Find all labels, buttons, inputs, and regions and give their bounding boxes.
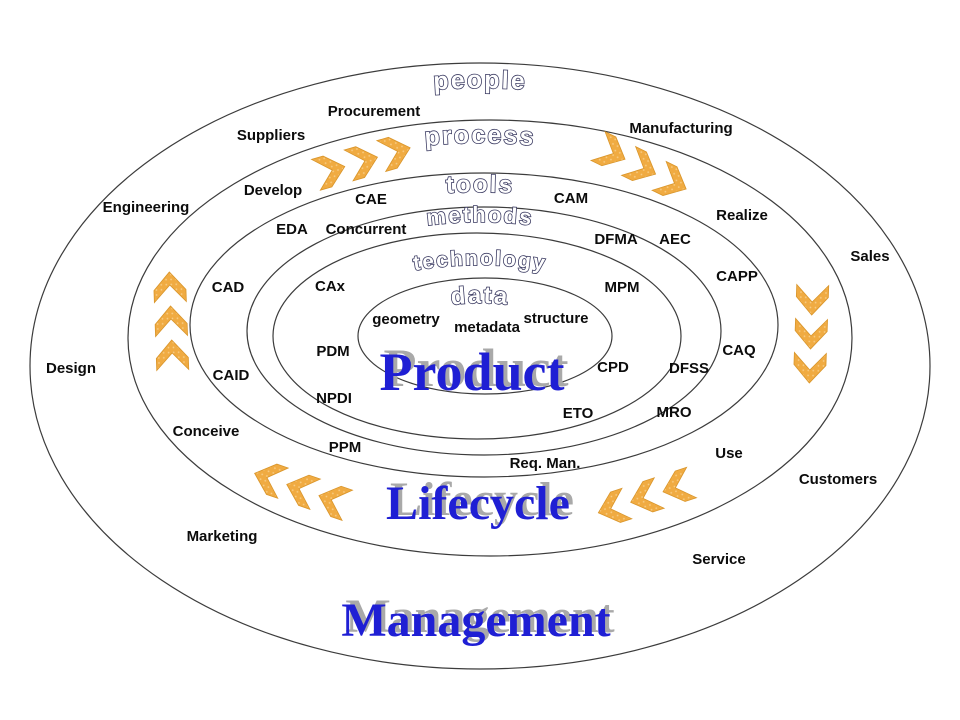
term-aec: AEC [659,231,691,248]
product-text: Product [380,342,565,402]
term-customers: Customers [799,471,877,488]
chevrons-top-left-icon [311,131,416,191]
ring-people [29,62,931,670]
lifecycle-text: Lifecycle [386,477,570,530]
ring-methods [246,206,722,456]
term-develop: Develop [244,182,302,199]
ring-technology [272,232,682,440]
chevrons-right-icon [792,283,830,385]
term-capp: CAPP [716,268,758,285]
term-cpd: CPD [597,359,629,376]
ring-label-methods: methods [425,202,535,230]
term-cax: CAx [315,278,346,295]
ring-label-technology: technology [412,247,549,275]
term-service: Service [692,551,745,568]
term-geometry: geometry [372,311,440,328]
term-realize: Realize [716,207,768,224]
term-mro: MRO [657,404,692,421]
term-caid: CAID [213,367,250,384]
term-use: Use [715,445,743,462]
term-eda: EDA [276,221,308,238]
term-manufacturing: Manufacturing [629,120,732,137]
term-engineering: Engineering [103,199,190,216]
ring-label-data: data [450,282,511,311]
management-text-shadow: Management [345,590,614,643]
term-sales: Sales [850,248,889,265]
term-npdi: NPDI [316,390,352,407]
term-pdm: PDM [316,343,349,360]
term-cae: CAE [355,191,387,208]
term-cad: CAD [212,279,245,296]
term-mpm: MPM [605,279,640,296]
term-marketing: Marketing [187,528,258,545]
ring-label-tools: tools [445,171,515,199]
lifecycle-text-shadow: Lifecycle [390,473,574,526]
product-text-shadow: Product [384,338,569,398]
chevrons-bottom-left-icon [248,457,353,521]
ring-process [127,119,853,557]
term-metadata: metadata [454,319,521,336]
term-structure: structure [523,310,588,327]
chevrons-top-right-icon [590,131,694,204]
term-procurement: Procurement [328,103,421,120]
term-dfma: DFMA [594,231,637,248]
term-ppm: PPM [329,439,362,456]
term-cam: CAM [554,190,588,207]
term-concurrent: Concurrent [326,221,407,238]
term-eto: ETO [563,405,594,422]
ring-data [357,277,613,395]
chevrons-left-icon [152,270,190,372]
term-caq: CAQ [722,342,756,359]
ring-label-process: process [423,121,536,151]
ring-label-people: people [432,66,527,96]
term-conceive: Conceive [173,423,240,440]
term-dfss: DFSS [669,360,709,377]
term-design: Design [46,360,96,377]
chevrons-bottom-right-icon [592,466,697,529]
term-req-man: Req. Man. [510,455,581,472]
management-text: Management [341,594,610,647]
term-suppliers: Suppliers [237,127,305,144]
ring-tools [189,172,779,478]
